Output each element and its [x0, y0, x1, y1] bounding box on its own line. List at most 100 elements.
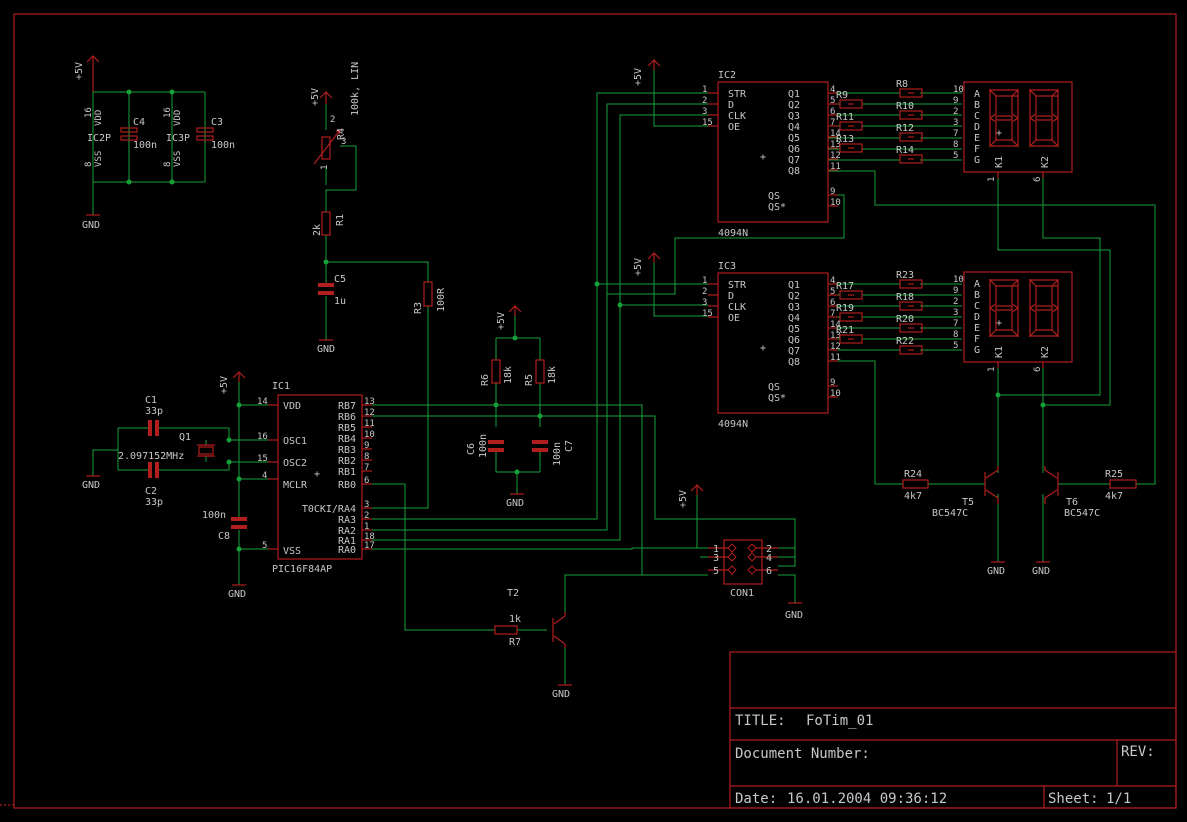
r3-label: R3: [413, 302, 424, 314]
svg-text:R9: R9: [836, 90, 848, 101]
svg-text:STR: STR: [728, 280, 747, 291]
disp-top-pin-2: 2: [953, 107, 958, 117]
r4-pin1: 1: [320, 165, 330, 170]
ic2p-pin16: 16: [84, 107, 94, 118]
svg-text:QS*: QS*: [768, 393, 786, 404]
gnd-label-c6c7: GND: [506, 498, 524, 509]
svg-text:RA1: RA1: [338, 536, 356, 547]
disp-bot-digit-2: [1028, 278, 1060, 338]
svg-text:12: 12: [364, 408, 375, 418]
capacitor-c5: C5 1u: [318, 274, 346, 307]
disp-bot-seg-d: D: [974, 312, 980, 323]
c6-label: C6: [466, 443, 477, 455]
r4-label: R4: [336, 128, 347, 140]
c2-label: C2: [145, 486, 157, 497]
title-block: TITLE: FoTim_01 Document Number: REV: Da…: [735, 713, 1155, 807]
svg-text:6: 6: [830, 107, 835, 117]
svg-text:10: 10: [830, 389, 841, 399]
q1-label: Q1: [179, 432, 191, 443]
capacitor-c7: 100n C7: [532, 440, 575, 466]
svg-text:Q7: Q7: [788, 155, 800, 166]
segment-resistor-r12: R12: [896, 123, 923, 142]
svg-text:5: 5: [262, 541, 267, 551]
svg-text:QS: QS: [768, 191, 780, 202]
ic2p-pin8: 8: [84, 162, 94, 167]
segment-resistor-r23: R23: [896, 270, 923, 289]
sheet-value: 1/1: [1106, 791, 1131, 807]
r7-value: 1k: [509, 614, 521, 625]
ic1-right-pins: 13RB712RB611RB510RB49RB38RB27RB16RB03T0C…: [302, 397, 375, 556]
svg-text:MCLR: MCLR: [283, 480, 308, 491]
c2-value: 33p: [145, 497, 163, 508]
svg-text:Q7: Q7: [788, 346, 800, 357]
svg-text:R13: R13: [836, 134, 854, 145]
svg-text:Q6: Q6: [788, 144, 800, 155]
document-number-label: Document Number:: [735, 746, 870, 762]
svg-text:Q3: Q3: [788, 111, 800, 122]
r5-label: R5: [524, 374, 535, 386]
svg-text:Q2: Q2: [788, 291, 800, 302]
ic2-right-pin-3: 7Q4: [788, 118, 838, 133]
svg-text:Q2: Q2: [788, 100, 800, 111]
disp-bot-pin-2: 2: [953, 297, 958, 307]
ic1-left-pin-1: 16 OSC1: [257, 432, 307, 447]
svg-text:15: 15: [257, 454, 268, 464]
disp-bot-pin-k2: 6: [1033, 367, 1043, 372]
svg-text:R14: R14: [896, 145, 914, 156]
svg-text:VSS: VSS: [283, 546, 301, 557]
disp-top-pin-3: 3: [953, 118, 958, 128]
plus5v-label-pot: +5V: [310, 88, 321, 106]
svg-text:RB2: RB2: [338, 456, 356, 467]
segment-resistor-r21: R21: [836, 325, 863, 344]
resistor-r24: R24 4k7: [902, 469, 929, 502]
ic1-part: PIC16F84AP: [272, 564, 332, 575]
gnd-label-con1: GND: [785, 610, 803, 621]
drawing-frame: [0, 13, 1177, 809]
ic2-part: 4094N: [718, 228, 748, 239]
r1-value: 2k: [312, 224, 323, 236]
r6-value: 18k: [503, 366, 514, 384]
disp-top-seg-b: B: [974, 100, 980, 111]
ic1-left-pin-2: 15 OSC2: [257, 454, 307, 469]
disp-top-seg-c: C: [974, 111, 980, 122]
svg-text:9: 9: [364, 441, 369, 451]
ic2-right-pin-2: 6 Q3: [788, 107, 838, 122]
disp-top-pin-1: 9: [953, 96, 958, 106]
r4-pin2: 2: [330, 115, 335, 125]
ic3-label: IC3: [718, 261, 736, 272]
r6-label: R6: [480, 374, 491, 386]
svg-text:OE: OE: [728, 122, 740, 133]
connector-con1: 1 2 3 4 5 6 CON1: [708, 539, 778, 599]
r3-value: 100R: [436, 287, 447, 312]
ic3p-pin8: 8: [163, 162, 173, 167]
disp-bot-seg-e: E: [974, 323, 980, 334]
r5-value: 18k: [547, 366, 558, 384]
con1-pin5: 5: [713, 566, 719, 577]
disp-top-seg-a: A: [974, 89, 980, 100]
capacitor-c4: C4 100n: [120, 117, 157, 151]
c1-value: 33p: [145, 406, 163, 417]
svg-text:4: 4: [830, 85, 835, 95]
disp-top-digit-2: [1028, 88, 1060, 148]
con1-pin2: 2: [766, 544, 772, 555]
ic2p-vss-label: VSS: [94, 151, 104, 167]
t2-label: T2: [507, 588, 519, 599]
disp-top-seg-d: D: [974, 122, 980, 133]
disp-bot-pin-3: 3: [953, 308, 958, 318]
svg-text:6: 6: [830, 298, 835, 308]
ic2-label: IC2: [718, 70, 736, 81]
resistor-r7: 1k R7: [494, 614, 521, 648]
disp-top-k1: K1: [994, 156, 1005, 168]
disp-bot-seg-f: F: [974, 334, 980, 345]
